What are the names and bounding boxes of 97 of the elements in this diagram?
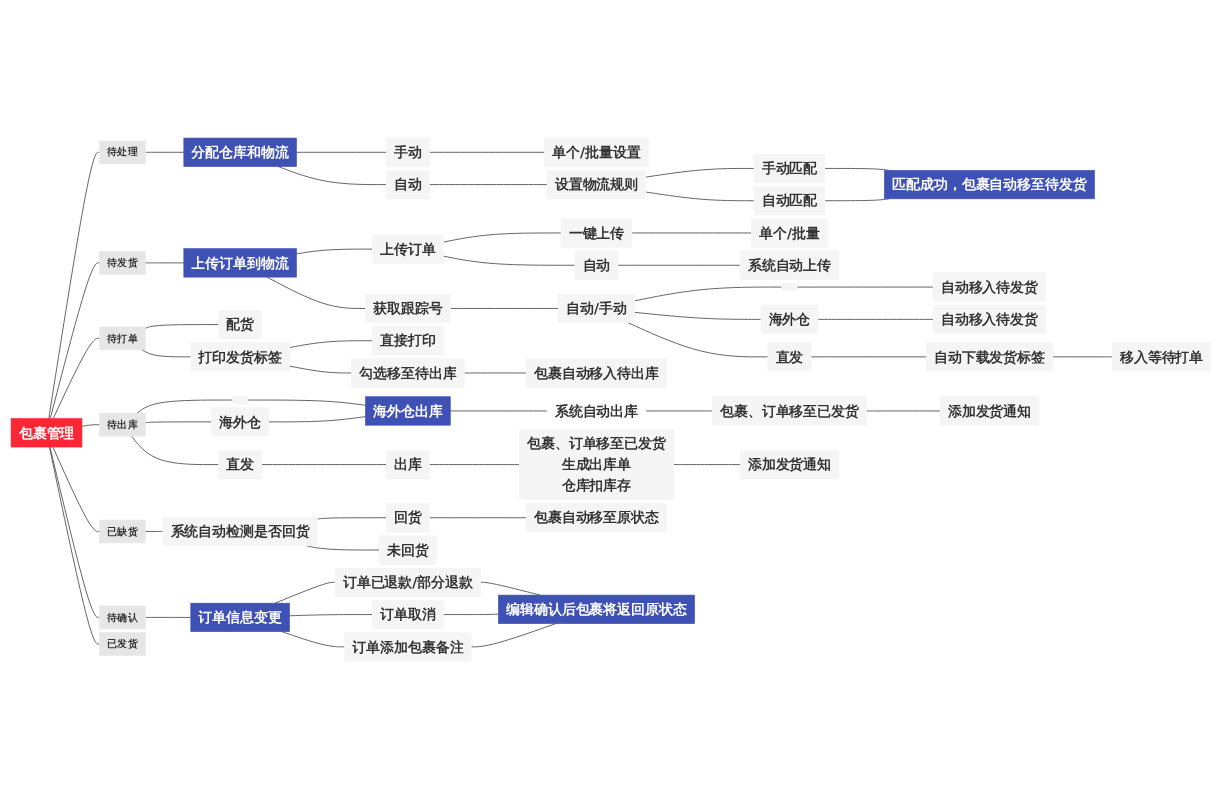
connector	[268, 416, 366, 423]
connector	[247, 399, 366, 406]
connector	[296, 151, 387, 153]
connector	[144, 531, 164, 532]
node-box: 未回货	[379, 535, 437, 565]
connector	[52, 337, 101, 419]
connector	[634, 311, 762, 320]
node-box	[781, 282, 798, 292]
node-box: 订单已退款/部分退款	[334, 567, 481, 597]
node-box: 获取跟踪号	[365, 293, 451, 323]
node-box: 移入等待打单	[1111, 342, 1212, 372]
connector	[442, 255, 576, 266]
connector	[428, 464, 520, 465]
node-box: 匹配成功，包裹自动移至待发货	[884, 169, 1095, 200]
node-box: 直发	[218, 449, 262, 480]
connector	[296, 248, 373, 255]
node-box: 已发货	[99, 632, 146, 656]
connector	[428, 517, 527, 519]
node-box: 订单添加包裹备注	[344, 632, 472, 662]
node-box: 系统自动检测是否回货	[162, 516, 318, 546]
node-box: 直发	[767, 342, 812, 372]
node-box: 海外仓出库	[365, 396, 451, 426]
connector	[52, 446, 101, 532]
node-box: 打印发货标签	[190, 342, 290, 372]
node-box: 手动	[386, 137, 430, 167]
node-box: 包裹自动移入待出库	[525, 358, 667, 388]
node-box: 手动匹配	[753, 153, 826, 183]
node-box: 待打单	[99, 326, 146, 350]
node-box: 上传订单到物流	[183, 248, 297, 278]
connector	[810, 356, 927, 358]
connector	[289, 365, 352, 374]
node-box: 分配仓库和物流	[183, 137, 297, 167]
connector	[673, 464, 741, 465]
connector	[49, 262, 101, 419]
connector	[144, 151, 185, 153]
node-box: 单个/批量	[751, 218, 828, 248]
node-box: 待处理	[99, 140, 146, 164]
node-box: 自动下载发货标签	[925, 342, 1054, 372]
connector	[428, 184, 548, 185]
node-box: 待确认	[99, 605, 146, 630]
node-box: 系统自动上传	[739, 250, 840, 280]
node-box: 包裹自动移至原状态	[525, 503, 667, 533]
node-box: 添加发货通知	[739, 449, 840, 480]
connector	[617, 264, 741, 266]
node-box: 配货	[218, 309, 262, 340]
connector	[274, 581, 336, 604]
connector	[817, 318, 934, 320]
node-box: 自动/手动	[558, 293, 635, 323]
node-box: 添加发货通知	[939, 396, 1040, 426]
node-box: 待发货	[99, 251, 146, 275]
node-box: 编辑确认后包裹将返回原状态	[498, 594, 695, 624]
connector	[442, 232, 562, 243]
connector	[144, 421, 213, 423]
connector	[289, 614, 373, 617]
node-box: 包裹、订单移至已发货	[711, 396, 867, 426]
node-box: 已缺货	[99, 519, 146, 544]
connector	[645, 167, 755, 178]
node-box: 勾选移至待出库	[351, 358, 465, 388]
connector	[645, 191, 755, 202]
node-box: 订单取消	[372, 599, 444, 630]
node-box: 直接打印	[372, 326, 444, 356]
connector	[428, 151, 545, 153]
node-box	[232, 395, 249, 405]
node-box: 自动移入待发货	[932, 272, 1047, 302]
node-box: 上传订单	[372, 234, 444, 264]
connector	[1052, 356, 1113, 358]
connector	[144, 616, 192, 618]
node-box: 自动匹配	[753, 186, 826, 216]
connector	[81, 424, 101, 427]
node-box: 一键上传	[560, 218, 633, 248]
connector	[316, 517, 387, 520]
node-box: 设置物流规则	[546, 169, 647, 200]
connector	[289, 340, 373, 348]
node-box: 海外仓	[760, 304, 819, 334]
connector	[442, 613, 499, 615]
connector	[634, 286, 783, 302]
connector	[136, 399, 233, 414]
node-box: 单个/批量设置	[544, 137, 649, 167]
node-box: 自动	[574, 250, 619, 280]
connector	[261, 464, 387, 465]
connector	[141, 349, 192, 358]
node-box: 回货	[386, 503, 430, 533]
connector	[281, 631, 345, 648]
node-box: 待出库	[99, 412, 146, 437]
connector	[48, 151, 101, 419]
connector	[144, 324, 220, 329]
connector	[449, 307, 559, 309]
node-text: 系统自动出库	[554, 402, 639, 419]
node-box: 自动	[386, 169, 430, 200]
node-box: 出库	[386, 449, 430, 480]
connector	[131, 435, 220, 465]
node-box: 订单信息变更	[190, 602, 290, 632]
connector	[627, 322, 769, 358]
node-box: 包裹、订单移至已发货 生成出库单 仓库扣库存	[518, 429, 674, 500]
node-box: 海外仓	[211, 407, 269, 437]
node-box: 自动移入待发货	[932, 304, 1047, 334]
node-box: 包裹管理	[10, 418, 83, 448]
